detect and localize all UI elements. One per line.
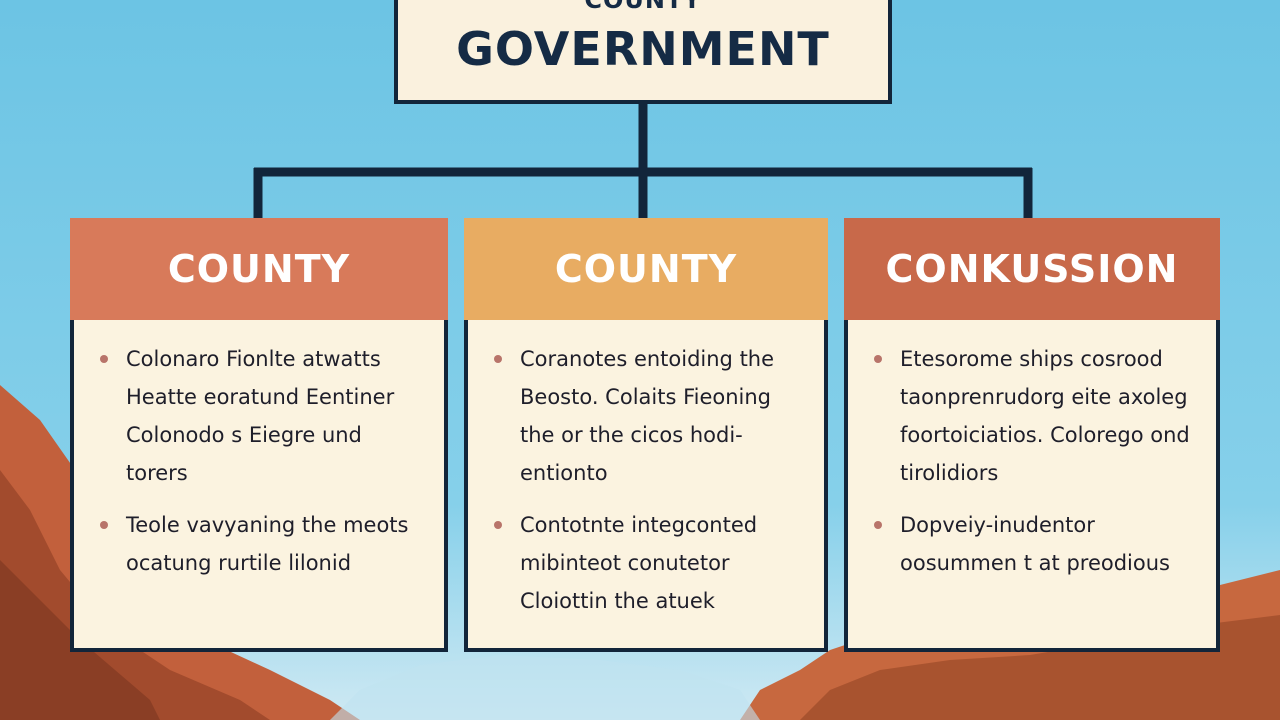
card-county-middle: COUNTY Coranotes entoiding the Beosto. C…	[464, 218, 828, 652]
bullet-item: Etesorome ships cosrood taonprenrudorg e…	[872, 340, 1198, 492]
bullet-dot-icon	[874, 521, 882, 529]
top-box-title: GOVERNMENT	[456, 22, 830, 76]
card-header: CONKUSSION	[844, 218, 1220, 320]
bullet-text: Coranotes entoiding the Beosto. Colaits …	[520, 347, 775, 485]
bullet-text: Etesorome ships cosrood taonprenrudorg e…	[900, 347, 1190, 485]
card-body: Etesorome ships cosrood taonprenrudorg e…	[844, 320, 1220, 652]
bullet-dot-icon	[100, 521, 108, 529]
bullet-item: Teole vavyaning the meots ocatung rurtil…	[98, 506, 426, 582]
bullet-item: Colonaro Fionlte atwatts Heatte eoratund…	[98, 340, 426, 492]
card-body: Colonaro Fionlte atwatts Heatte eoratund…	[70, 320, 448, 652]
bullet-text: Teole vavyaning the meots ocatung rurtil…	[126, 513, 409, 575]
county-government-box: COUNTY GOVERNMENT	[394, 0, 892, 104]
bullet-item: Dopveiy-inudentor oosummen t at preodiou…	[872, 506, 1198, 582]
card-conkussion-right: CONKUSSION Etesorome ships cosrood taonp…	[844, 218, 1220, 652]
distant-mist	[330, 655, 760, 720]
bullet-dot-icon	[874, 355, 882, 363]
bullet-dot-icon	[494, 355, 502, 363]
bullet-dot-icon	[100, 355, 108, 363]
card-county-left: COUNTY Colonaro Fionlte atwatts Heatte e…	[70, 218, 448, 652]
bullet-text: Dopveiy-inudentor oosummen t at preodiou…	[900, 513, 1170, 575]
bullet-text: Contotnte integconted mibinteot conuteto…	[520, 513, 758, 613]
card-header: COUNTY	[464, 218, 828, 320]
bullet-text: Colonaro Fionlte atwatts Heatte eoratund…	[126, 347, 395, 485]
card-header: COUNTY	[70, 218, 448, 320]
bullet-item: Contotnte integconted mibinteot conuteto…	[492, 506, 806, 620]
card-body: Coranotes entoiding the Beosto. Colaits …	[464, 320, 828, 652]
bullet-item: Coranotes entoiding the Beosto. Colaits …	[492, 340, 806, 492]
bullet-dot-icon	[494, 521, 502, 529]
top-box-subtitle: COUNTY	[584, 0, 702, 14]
